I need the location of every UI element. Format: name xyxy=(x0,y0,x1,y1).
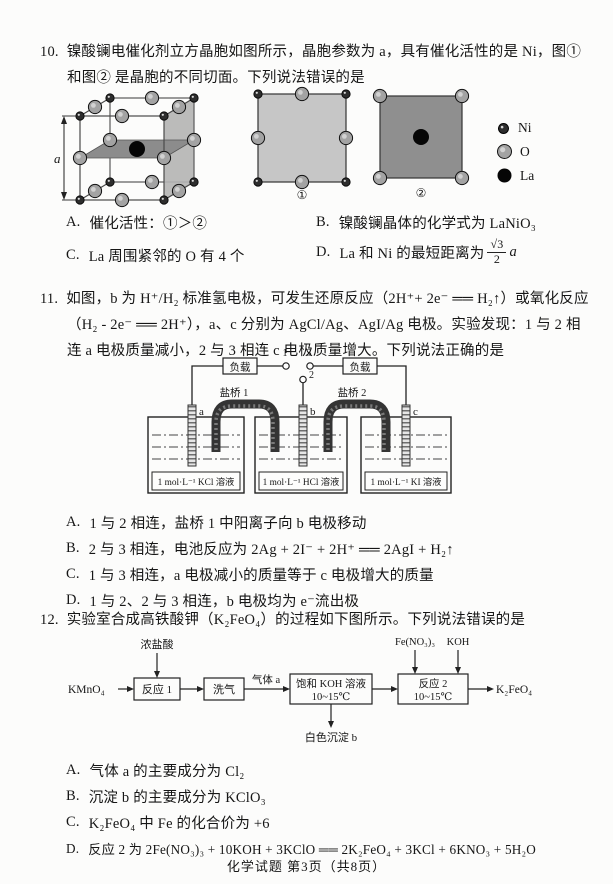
flow-precipitate-label: 白色沉淀 b xyxy=(305,730,358,744)
q12-stem: 12.实验室合成高铁酸钾（K₂FeO₄）的过程如下图所示。下列说法错误的是 xyxy=(40,612,526,628)
cell-circuit-diagram: 负载 负载 1 3 2 盐桥 1 盐桥 2 xyxy=(147,348,452,494)
q12-option-d: D.反应 2 为 2Fe(NO₃)₃ + 10KOH + 3KClO ══ 2K… xyxy=(66,840,536,858)
cut-1-label: ① xyxy=(297,188,308,201)
electrode-c xyxy=(401,404,411,467)
svg-text:反应 2: 反应 2 xyxy=(419,677,448,690)
la-atom xyxy=(129,141,145,157)
solution-3-box xyxy=(364,471,448,491)
terminal-2 xyxy=(299,375,307,384)
q10-number: 10. xyxy=(40,44,59,60)
electrode-c-label: c xyxy=(413,406,418,418)
cut-plane-2-figure: ② xyxy=(372,88,470,200)
electrode-a xyxy=(187,404,197,467)
solution-1-box xyxy=(151,471,241,491)
terminal-3-label: 3 xyxy=(307,348,312,359)
q10-option-a: A.催化活性：①＞② xyxy=(66,214,208,232)
legend-row-ni: Ni xyxy=(496,120,534,136)
legend-row-la: La xyxy=(496,167,534,184)
cut-plane-1-figure: ① xyxy=(250,86,354,201)
flow-input-koh-label: KOH xyxy=(447,637,470,648)
synthesis-flow-diagram: KMnO₄ 浓盐酸 反应 1 洗气 气体 a 饱和 KOH 溶液 10~15℃ … xyxy=(68,637,532,744)
q12-number: 12. xyxy=(40,612,59,628)
terminal-1-label: 1 xyxy=(283,348,288,359)
flow-start-label: KMnO₄ xyxy=(68,684,105,696)
q11-option-a: A.1 与 2 相连，盐桥 1 中阳离子向 b 电极移动 xyxy=(66,514,367,532)
cut-2-label: ② xyxy=(416,186,427,200)
unit-cell-figure: a xyxy=(54,90,202,208)
salt-bridge-1-label: 盐桥 1 xyxy=(220,386,249,399)
electrode-a-label: a xyxy=(199,406,204,418)
solution-3-label: 1 mol·L⁻¹ KI 溶液 xyxy=(371,476,442,488)
load-1-label: 负载 xyxy=(230,361,251,374)
o-atom-icon xyxy=(497,144,512,159)
q10-stem-line2: 和图② 是晶胞的不同切面。下列说法错误的是 xyxy=(67,70,365,86)
q12-option-c: C.K₂FeO₄ 中 Fe 的化合价为 +6 xyxy=(66,814,270,832)
q12-option-b: B.沉淀 b 的主要成分为 KClO₃ xyxy=(66,788,266,806)
q11-option-b: B.2 与 3 相连，电池反应为 2Ag + 2I⁻ + 2H⁺ ══ 2AgI… xyxy=(66,540,454,558)
svg-text:洗气: 洗气 xyxy=(213,682,235,696)
flow-end-label: K₂FeO₄ xyxy=(496,684,532,696)
page-footer: 化学试题 第3页（共8页） xyxy=(226,859,387,874)
salt-bridge-2-label: 盐桥 2 xyxy=(338,386,367,399)
load-box-2 xyxy=(342,357,378,375)
terminal-2-label: 2 xyxy=(309,370,314,381)
terminal-1 xyxy=(282,362,290,370)
q11-stem-line2: （H₂ - 2e⁻ ══ 2H⁺），a、c 分别为 AgCl/Ag、AgI/Ag… xyxy=(67,317,581,333)
salt-bridge-1 xyxy=(211,399,280,452)
q10-option-b: B.镍酸镧晶体的化学式为 LaNiO₃ xyxy=(316,214,537,232)
q11-option-d: D.1 与 2、2 与 3 相连，b 电极均为 e⁻流出极 xyxy=(66,592,360,610)
salt-bridge-2 xyxy=(323,399,391,452)
flow-gas-a-label: 气体 a xyxy=(252,673,281,686)
ni-atom-icon xyxy=(498,122,509,134)
q10-option-c: C.La 周围紧邻的 O 有 4 个 xyxy=(66,247,245,265)
svg-text:10~15℃: 10~15℃ xyxy=(312,692,351,703)
svg-text:反应 1: 反应 1 xyxy=(142,682,172,696)
solution-1-label: 1 mol·L⁻¹ KCl 溶液 xyxy=(158,476,235,488)
q11-stem-line3: 连 a 电极质量减小，2 与 3 相连 c 电极质量增大。下列说法正确的是 xyxy=(67,343,505,359)
cell-parameter-label: a xyxy=(54,151,61,166)
flow-input-fe-label: Fe(NO₃)₃ xyxy=(395,637,435,648)
legend-row-o: O xyxy=(496,143,534,160)
electrode-b-label: b xyxy=(310,406,316,418)
la-atom-icon xyxy=(497,168,512,183)
q12-option-a: A.气体 a 的主要成分为 Cl₂ xyxy=(66,762,245,780)
q11-stem-line1: 11.如图，b 为 H⁺/H₂ 标准氢电极，可发生还原反应（2H⁺+ 2e⁻ ═… xyxy=(40,291,589,307)
q11-number: 11. xyxy=(40,291,59,307)
solution-2-box xyxy=(258,471,344,491)
atom-legend: Ni O La xyxy=(496,120,534,191)
svg-text:饱和 KOH 溶液: 饱和 KOH 溶液 xyxy=(296,677,366,690)
terminal-3 xyxy=(306,362,314,370)
load-2-label: 负载 xyxy=(350,361,371,374)
svg-text:10~15℃: 10~15℃ xyxy=(414,692,453,703)
q10-stem-line1: 10.镍酸镧电催化剂立方晶胞如图所示，晶胞参数为 a，具有催化活性的是 Ni，图… xyxy=(40,44,582,60)
q11-option-c: C.1 与 3 相连，a 电极减小的质量等于 c 电极增大的质量 xyxy=(66,566,434,584)
electrode-b xyxy=(298,404,308,467)
flow-input-hcl-label: 浓盐酸 xyxy=(141,637,174,651)
load-box-1 xyxy=(222,357,258,375)
solution-2-label: 1 mol·L⁻¹ HCl 溶液 xyxy=(263,476,340,488)
